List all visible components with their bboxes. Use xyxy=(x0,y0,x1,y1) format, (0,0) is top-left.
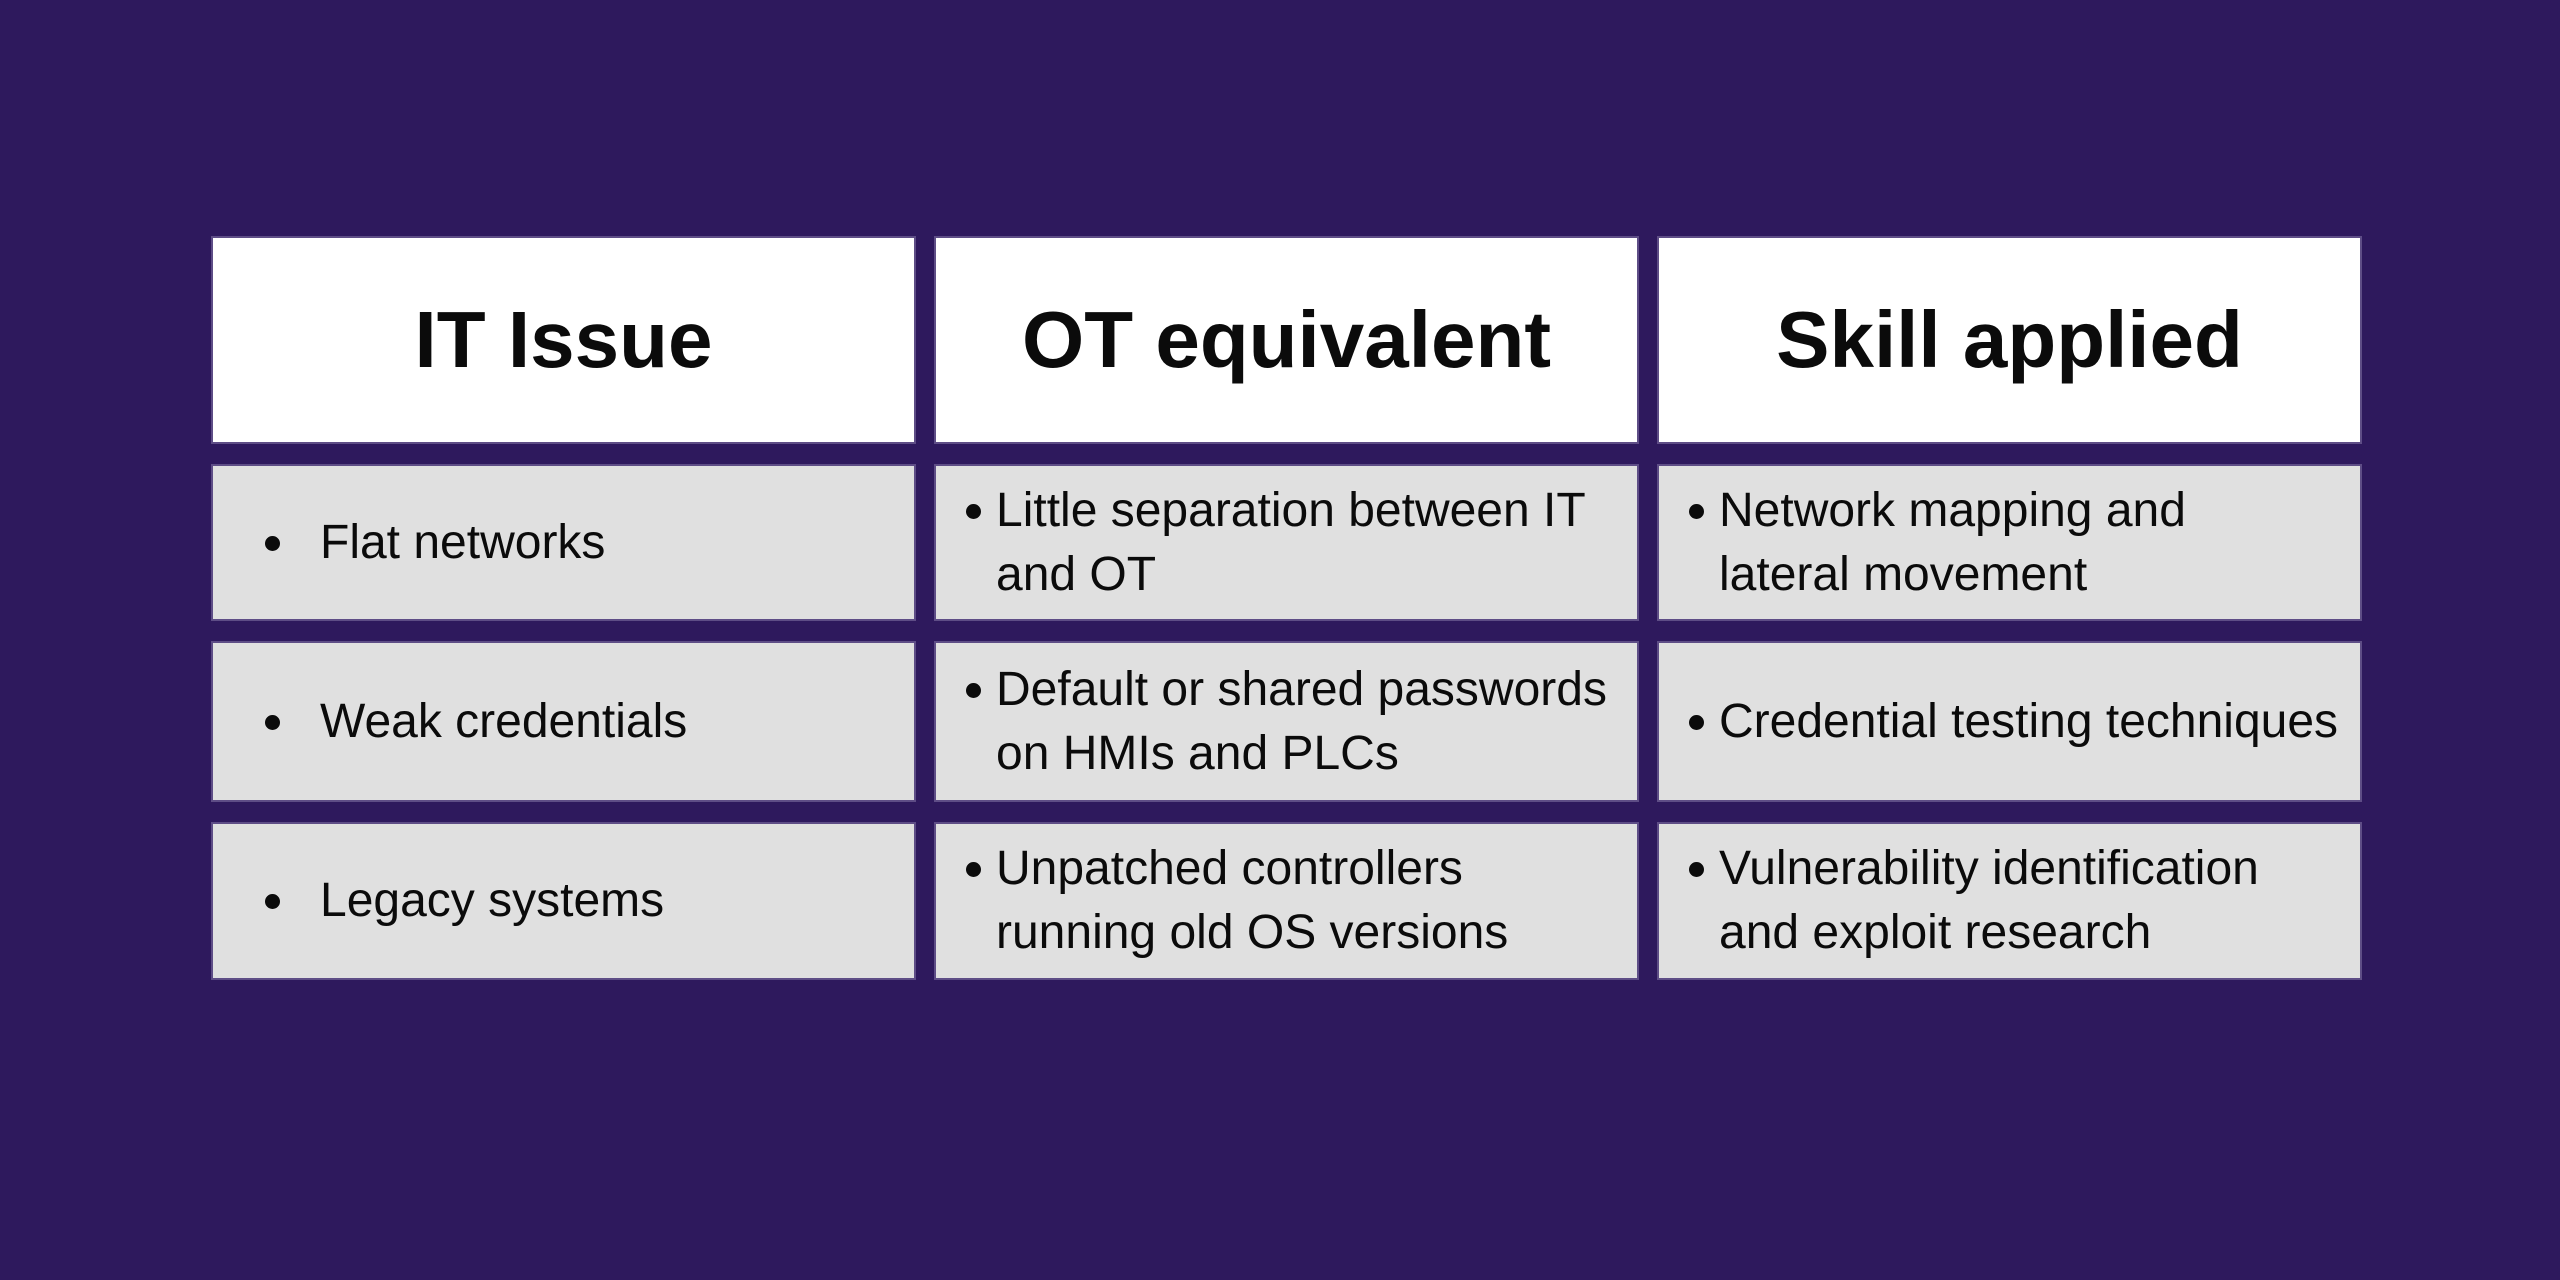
cell-text: Vulnerability identification and exploit… xyxy=(1719,842,2259,959)
cell-text: Little separation between IT and OT xyxy=(996,483,1586,601)
column-header-label: IT Issue xyxy=(414,295,713,384)
cell-text: Network mapping and lateral movement xyxy=(1719,483,2186,601)
table-cell: Vulnerability identification and exploit… xyxy=(1659,824,2360,978)
bullet-icon xyxy=(265,894,280,909)
table-cell: Little separation between IT and OT xyxy=(936,466,1637,619)
table-cell: Network mapping and lateral movement xyxy=(1659,466,2360,619)
column-header-skill-applied: Skill applied xyxy=(1659,238,2360,442)
bullet-icon xyxy=(966,503,981,519)
bullet-item: Little separation between IT and OT xyxy=(936,479,1598,607)
table-cell: Legacy systems xyxy=(213,824,914,978)
cell-text: Flat networks xyxy=(320,515,606,569)
column-header-label: OT equivalent xyxy=(1022,295,1551,384)
bullet-icon xyxy=(1689,862,1704,877)
bullet-item: Flat networks xyxy=(213,511,617,575)
bullet-icon xyxy=(966,682,981,698)
bullet-item: Vulnerability identification and exploit… xyxy=(1659,837,2271,965)
column-header-it-issue: IT Issue xyxy=(213,238,914,442)
cell-text: Default or shared passwords on HMIs and … xyxy=(996,662,1607,780)
table-cell: Flat networks xyxy=(213,466,914,619)
table-cell: Weak credentials xyxy=(213,643,914,800)
table-cell: Unpatched controllers running old OS ver… xyxy=(936,824,1637,978)
bullet-item: Weak credentials xyxy=(213,690,699,754)
cell-text: Weak credentials xyxy=(320,694,688,748)
table-cell: Default or shared passwords on HMIs and … xyxy=(936,643,1637,800)
bullet-icon xyxy=(265,714,280,730)
bullet-item: Credential testing techniques xyxy=(1659,690,2350,754)
table-cell: Credential testing techniques xyxy=(1659,643,2360,800)
bullet-icon xyxy=(966,862,981,877)
bullet-item: Unpatched controllers running old OS ver… xyxy=(936,837,1520,965)
cell-text: Credential testing techniques xyxy=(1719,694,2339,748)
bullet-icon xyxy=(1689,503,1704,519)
column-header-ot-equivalent: OT equivalent xyxy=(936,238,1637,442)
column-header-label: Skill applied xyxy=(1776,295,2243,384)
cell-text: Legacy systems xyxy=(320,874,665,927)
cell-text: Unpatched controllers running old OS ver… xyxy=(996,842,1509,959)
bullet-icon xyxy=(1689,714,1704,730)
bullet-item: Legacy systems xyxy=(213,869,676,933)
bullet-item: Network mapping and lateral movement xyxy=(1659,479,2198,607)
comparison-table: IT Issue OT equivalent Skill applied Fla… xyxy=(213,238,2360,978)
bullet-item: Default or shared passwords on HMIs and … xyxy=(936,658,1619,786)
bullet-icon xyxy=(265,535,280,551)
